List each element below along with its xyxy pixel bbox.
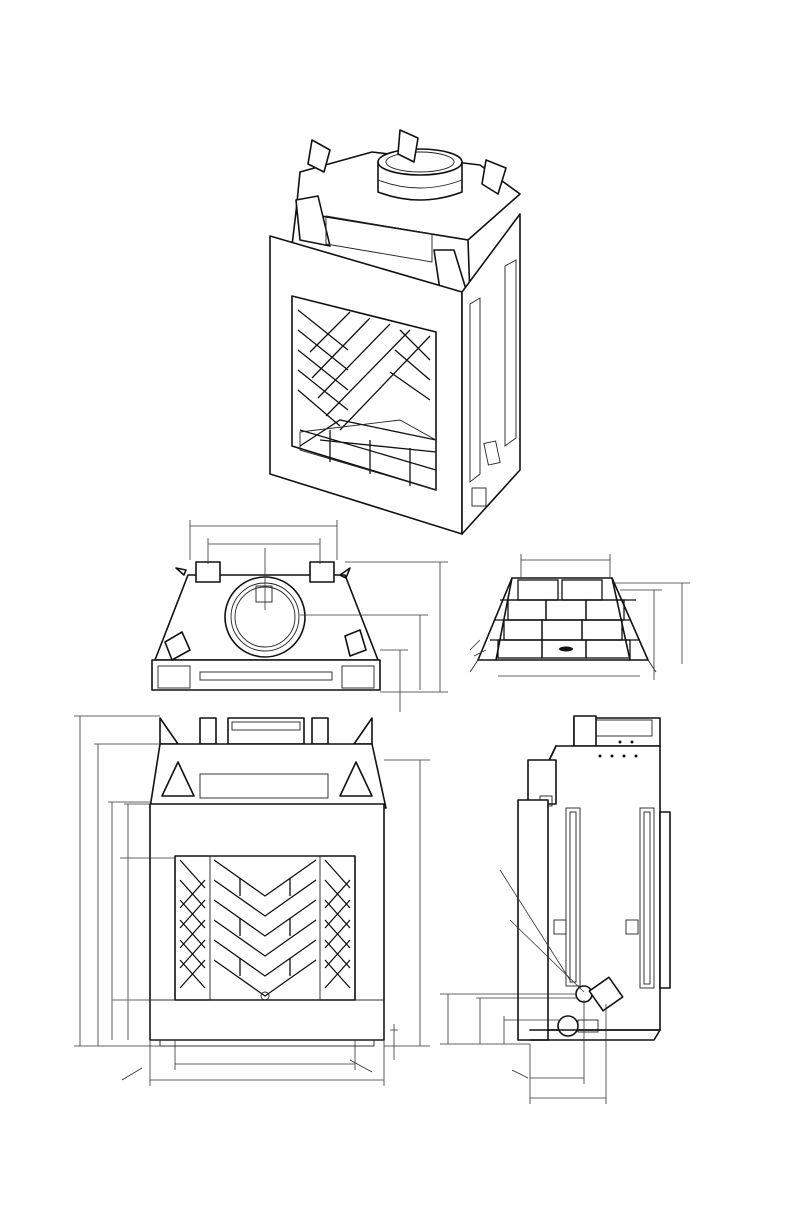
firebox-plan-view <box>470 554 690 680</box>
side-view <box>440 716 670 1104</box>
isometric-view <box>270 130 520 534</box>
front-view <box>74 716 430 1086</box>
top-view <box>152 520 448 712</box>
